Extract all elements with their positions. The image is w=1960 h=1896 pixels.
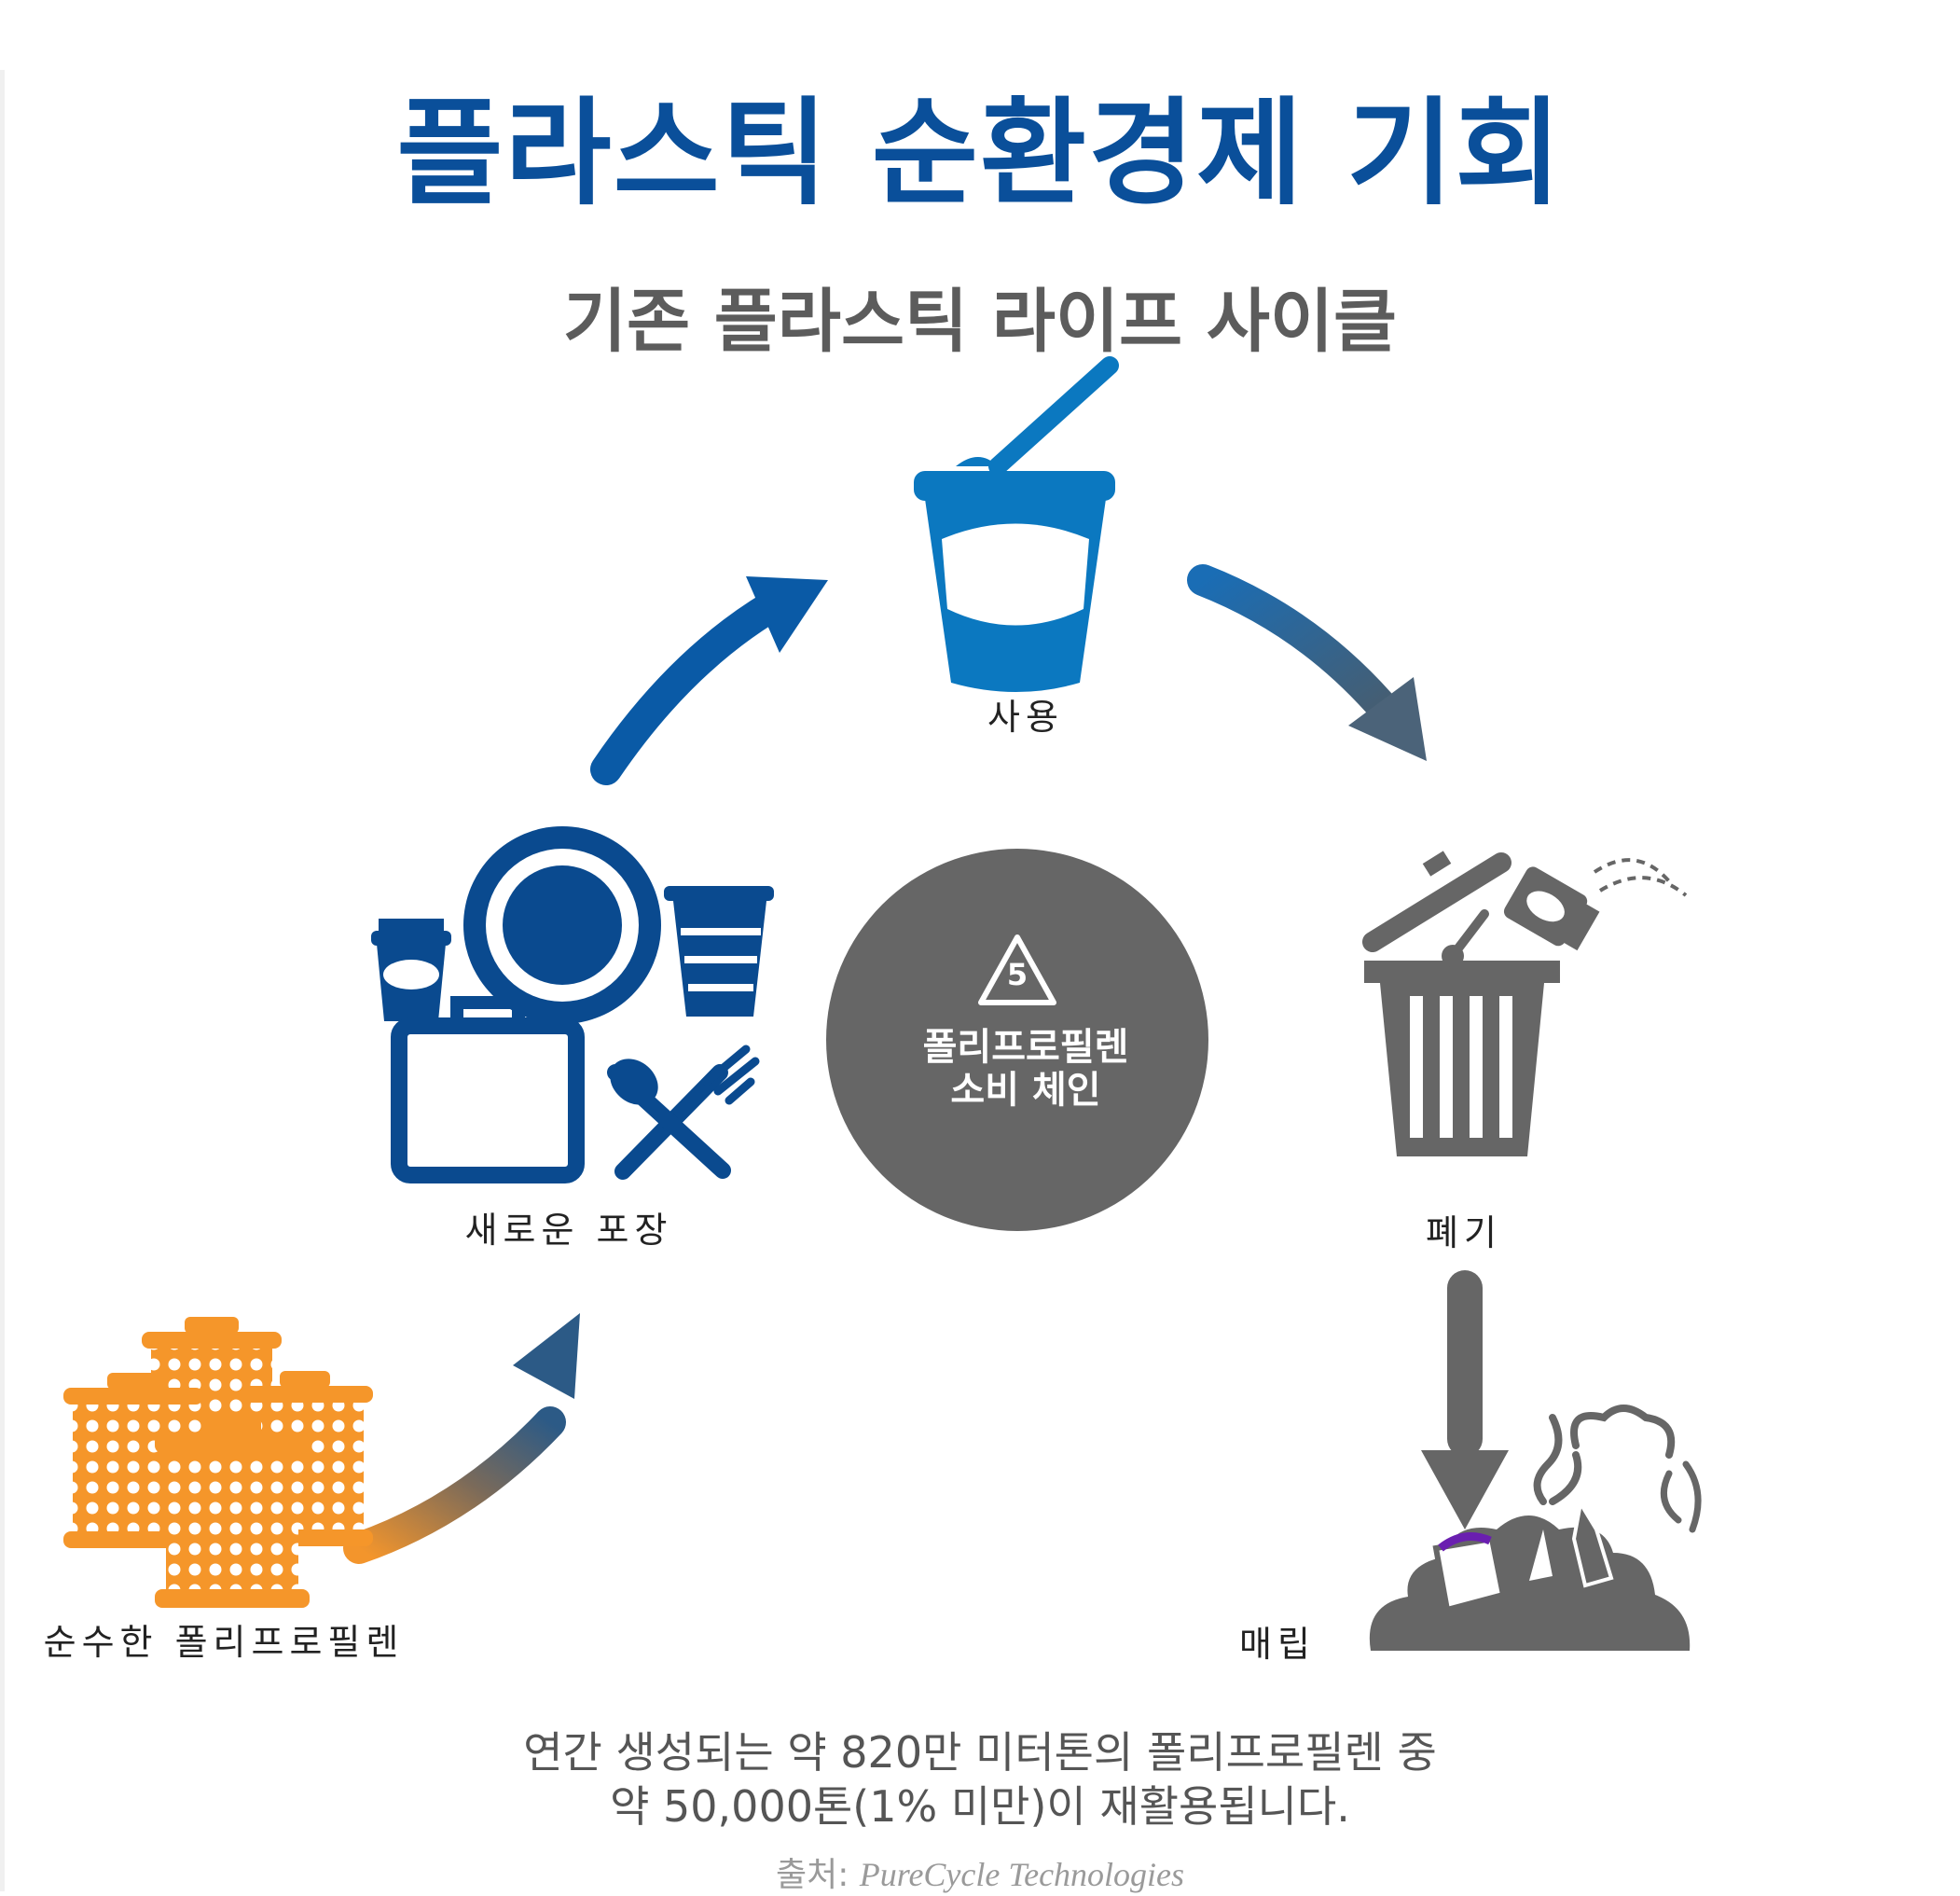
- diagram-subtitle: 기존 플라스틱 라이프 사이클: [562, 282, 1398, 362]
- center-label-line1: 폴리프로필렌: [922, 1026, 1129, 1069]
- polypropylene-barrels-icon: [63, 1317, 373, 1608]
- footnote-line1: 연간 생성되는 약 820만 미터톤의 폴리프로필렌 중: [523, 1727, 1437, 1778]
- footnote-line2: 약 50,000톤(1% 미만)이 재활용됩니다.: [610, 1781, 1350, 1832]
- landfill-icon: [1369, 1405, 1702, 1651]
- source-credit: 출처: PureCycle Technologies: [0, 1854, 1960, 1896]
- arrow-pure-to-packaging: [343, 1313, 580, 1564]
- source-name: PureCycle Technologies: [859, 1856, 1185, 1893]
- page-title: 플라스틱 순환경제 기회: [396, 87, 1564, 221]
- stage-label-landfill: 매립: [1239, 1624, 1316, 1665]
- arrow-disposal-to-landfill: [1421, 1270, 1509, 1529]
- stage-label-pure-polypropylene: 순수한 폴리프로필렌: [43, 1622, 405, 1663]
- stage-label-new-packaging: 새로운 포장: [464, 1210, 673, 1251]
- left-edge-divider: [0, 70, 5, 1891]
- recycle-code: 5: [1006, 957, 1028, 992]
- yogurt-cup-icon: [914, 356, 1119, 692]
- source-prefix: 출처:: [775, 1856, 849, 1894]
- center-label-line2: 소비 체인: [950, 1069, 1101, 1112]
- arrow-use-to-disposal: [1187, 564, 1427, 761]
- stage-label-use: 사용: [987, 697, 1064, 738]
- packaging-icons: [371, 826, 774, 1183]
- trash-can-icon: [1362, 851, 1688, 1156]
- arrow-packaging-to-use: [590, 576, 828, 785]
- center-circle: [826, 849, 1208, 1231]
- stage-label-disposal: 폐기: [1426, 1212, 1502, 1253]
